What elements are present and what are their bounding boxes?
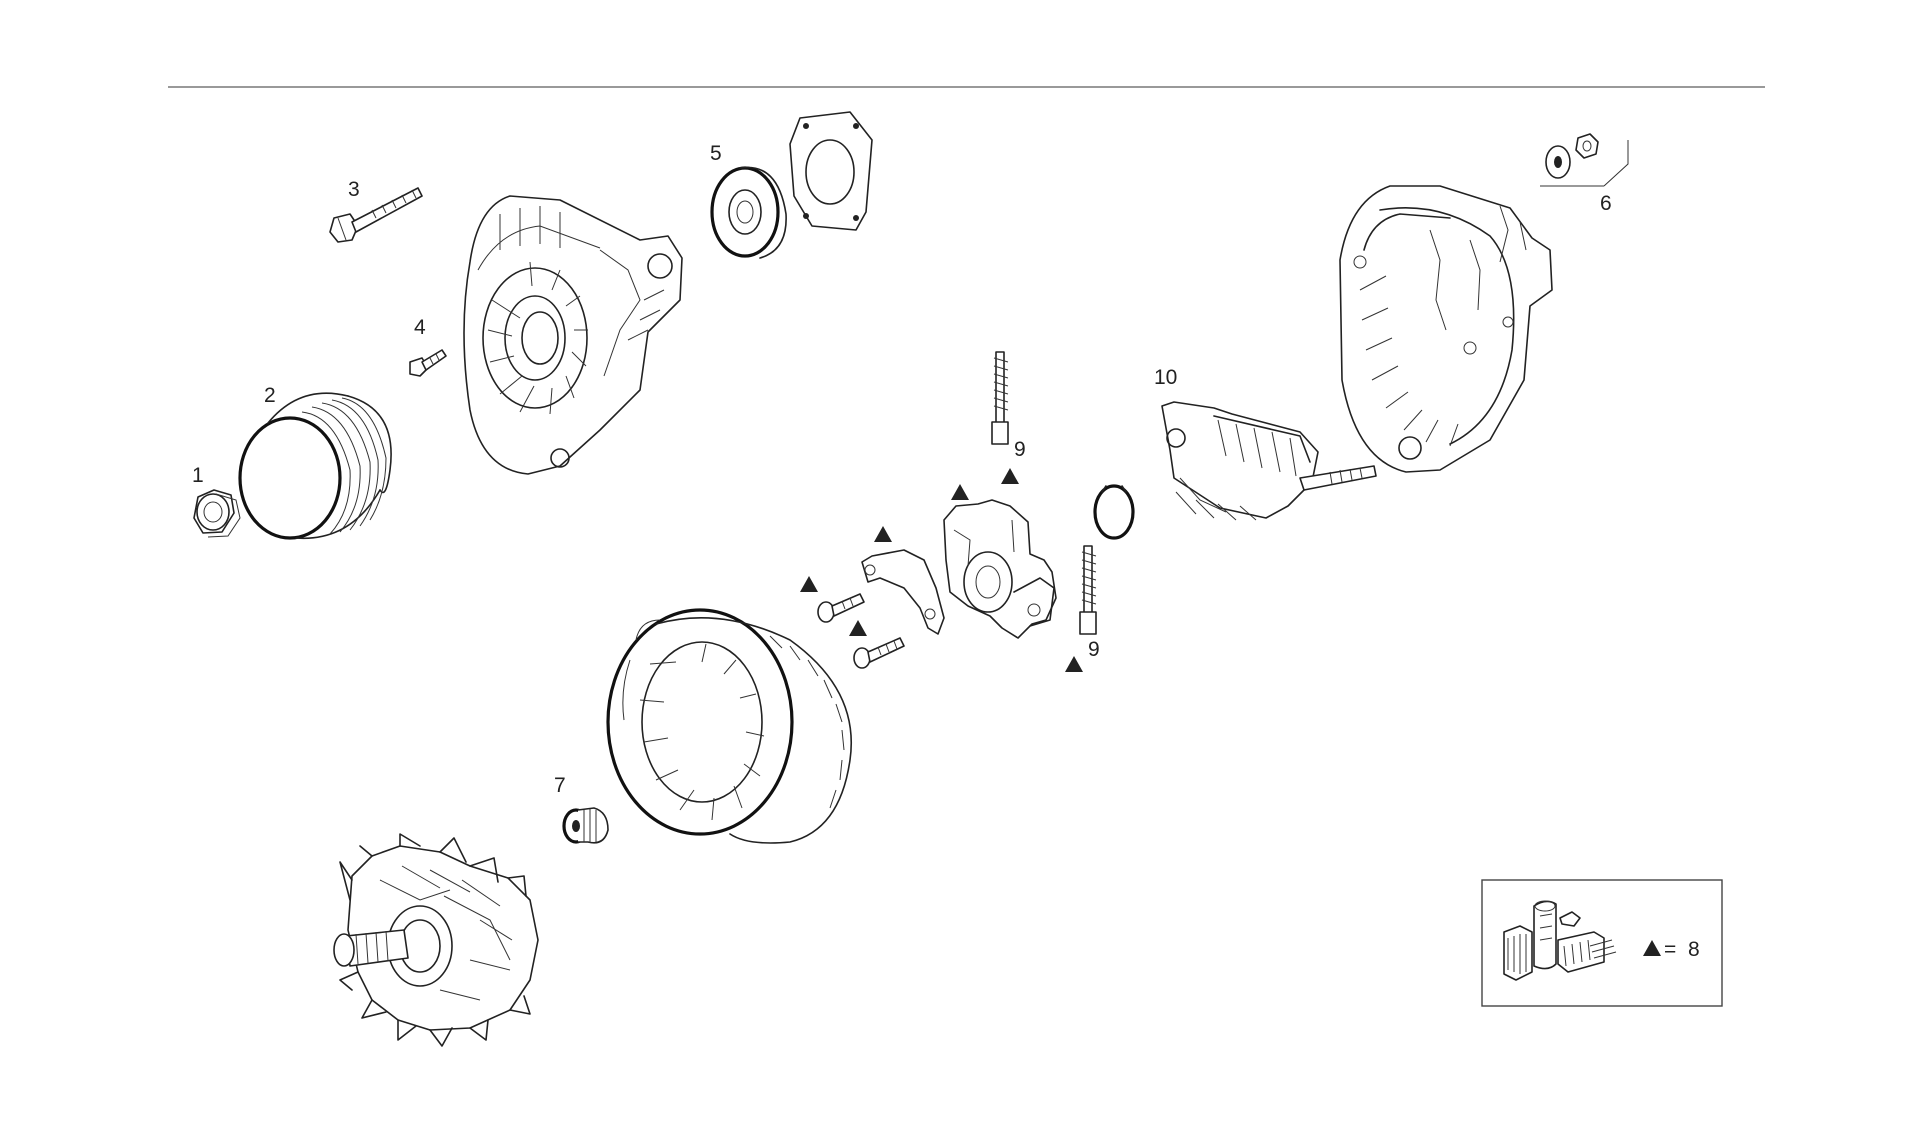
legend-triangle-icon bbox=[1643, 940, 1661, 956]
part-2-pulley[interactable] bbox=[238, 392, 392, 540]
part-3-long-bolt[interactable] bbox=[329, 187, 423, 243]
triangle-marker-icon bbox=[800, 468, 1083, 672]
part-7-slip-ring[interactable] bbox=[562, 807, 609, 844]
callout-3: 3 bbox=[348, 178, 360, 201]
part-1-nut[interactable] bbox=[193, 489, 241, 538]
stator[interactable] bbox=[606, 608, 852, 844]
part-6-leader-bracket bbox=[1540, 140, 1629, 187]
kit-contents-icon bbox=[1503, 900, 1617, 981]
kit-legend: = 8 bbox=[1481, 879, 1723, 1007]
callout-9-upper: 9 bbox=[1014, 438, 1026, 461]
part-6-nut-washer[interactable] bbox=[1545, 133, 1599, 179]
callout-10: 10 bbox=[1154, 366, 1177, 389]
bearing-retainer-plate[interactable] bbox=[789, 111, 873, 231]
regulator-screw-upper[interactable] bbox=[817, 593, 865, 623]
callout-2: 2 bbox=[264, 384, 276, 407]
callout-5: 5 bbox=[710, 142, 722, 165]
part-4-screw[interactable] bbox=[409, 349, 447, 377]
legend-number: 8 bbox=[1688, 938, 1700, 961]
part-9-brush-lower[interactable] bbox=[1079, 545, 1097, 635]
retaining-ring[interactable] bbox=[1093, 484, 1135, 540]
drive-end-housing[interactable] bbox=[463, 195, 683, 475]
callout-4: 4 bbox=[414, 316, 426, 339]
legend-equals: = bbox=[1664, 938, 1676, 961]
regulator-bracket[interactable] bbox=[861, 549, 945, 635]
callout-6: 6 bbox=[1600, 192, 1612, 215]
part-5-bearing[interactable] bbox=[710, 166, 787, 259]
callout-9-lower: 9 bbox=[1088, 638, 1100, 661]
rear-housing[interactable] bbox=[1339, 185, 1553, 473]
regulator-screw-lower[interactable] bbox=[853, 637, 905, 669]
callout-1: 1 bbox=[192, 464, 204, 487]
voltage-regulator[interactable] bbox=[943, 499, 1057, 639]
part-9-brush-upper[interactable] bbox=[991, 351, 1009, 445]
part-10-rectifier[interactable] bbox=[1161, 401, 1377, 521]
callout-labels: 1 2 3 4 5 6 7 9 9 10 bbox=[192, 142, 1612, 797]
callout-7: 7 bbox=[554, 774, 566, 797]
rotor[interactable] bbox=[333, 833, 539, 1047]
